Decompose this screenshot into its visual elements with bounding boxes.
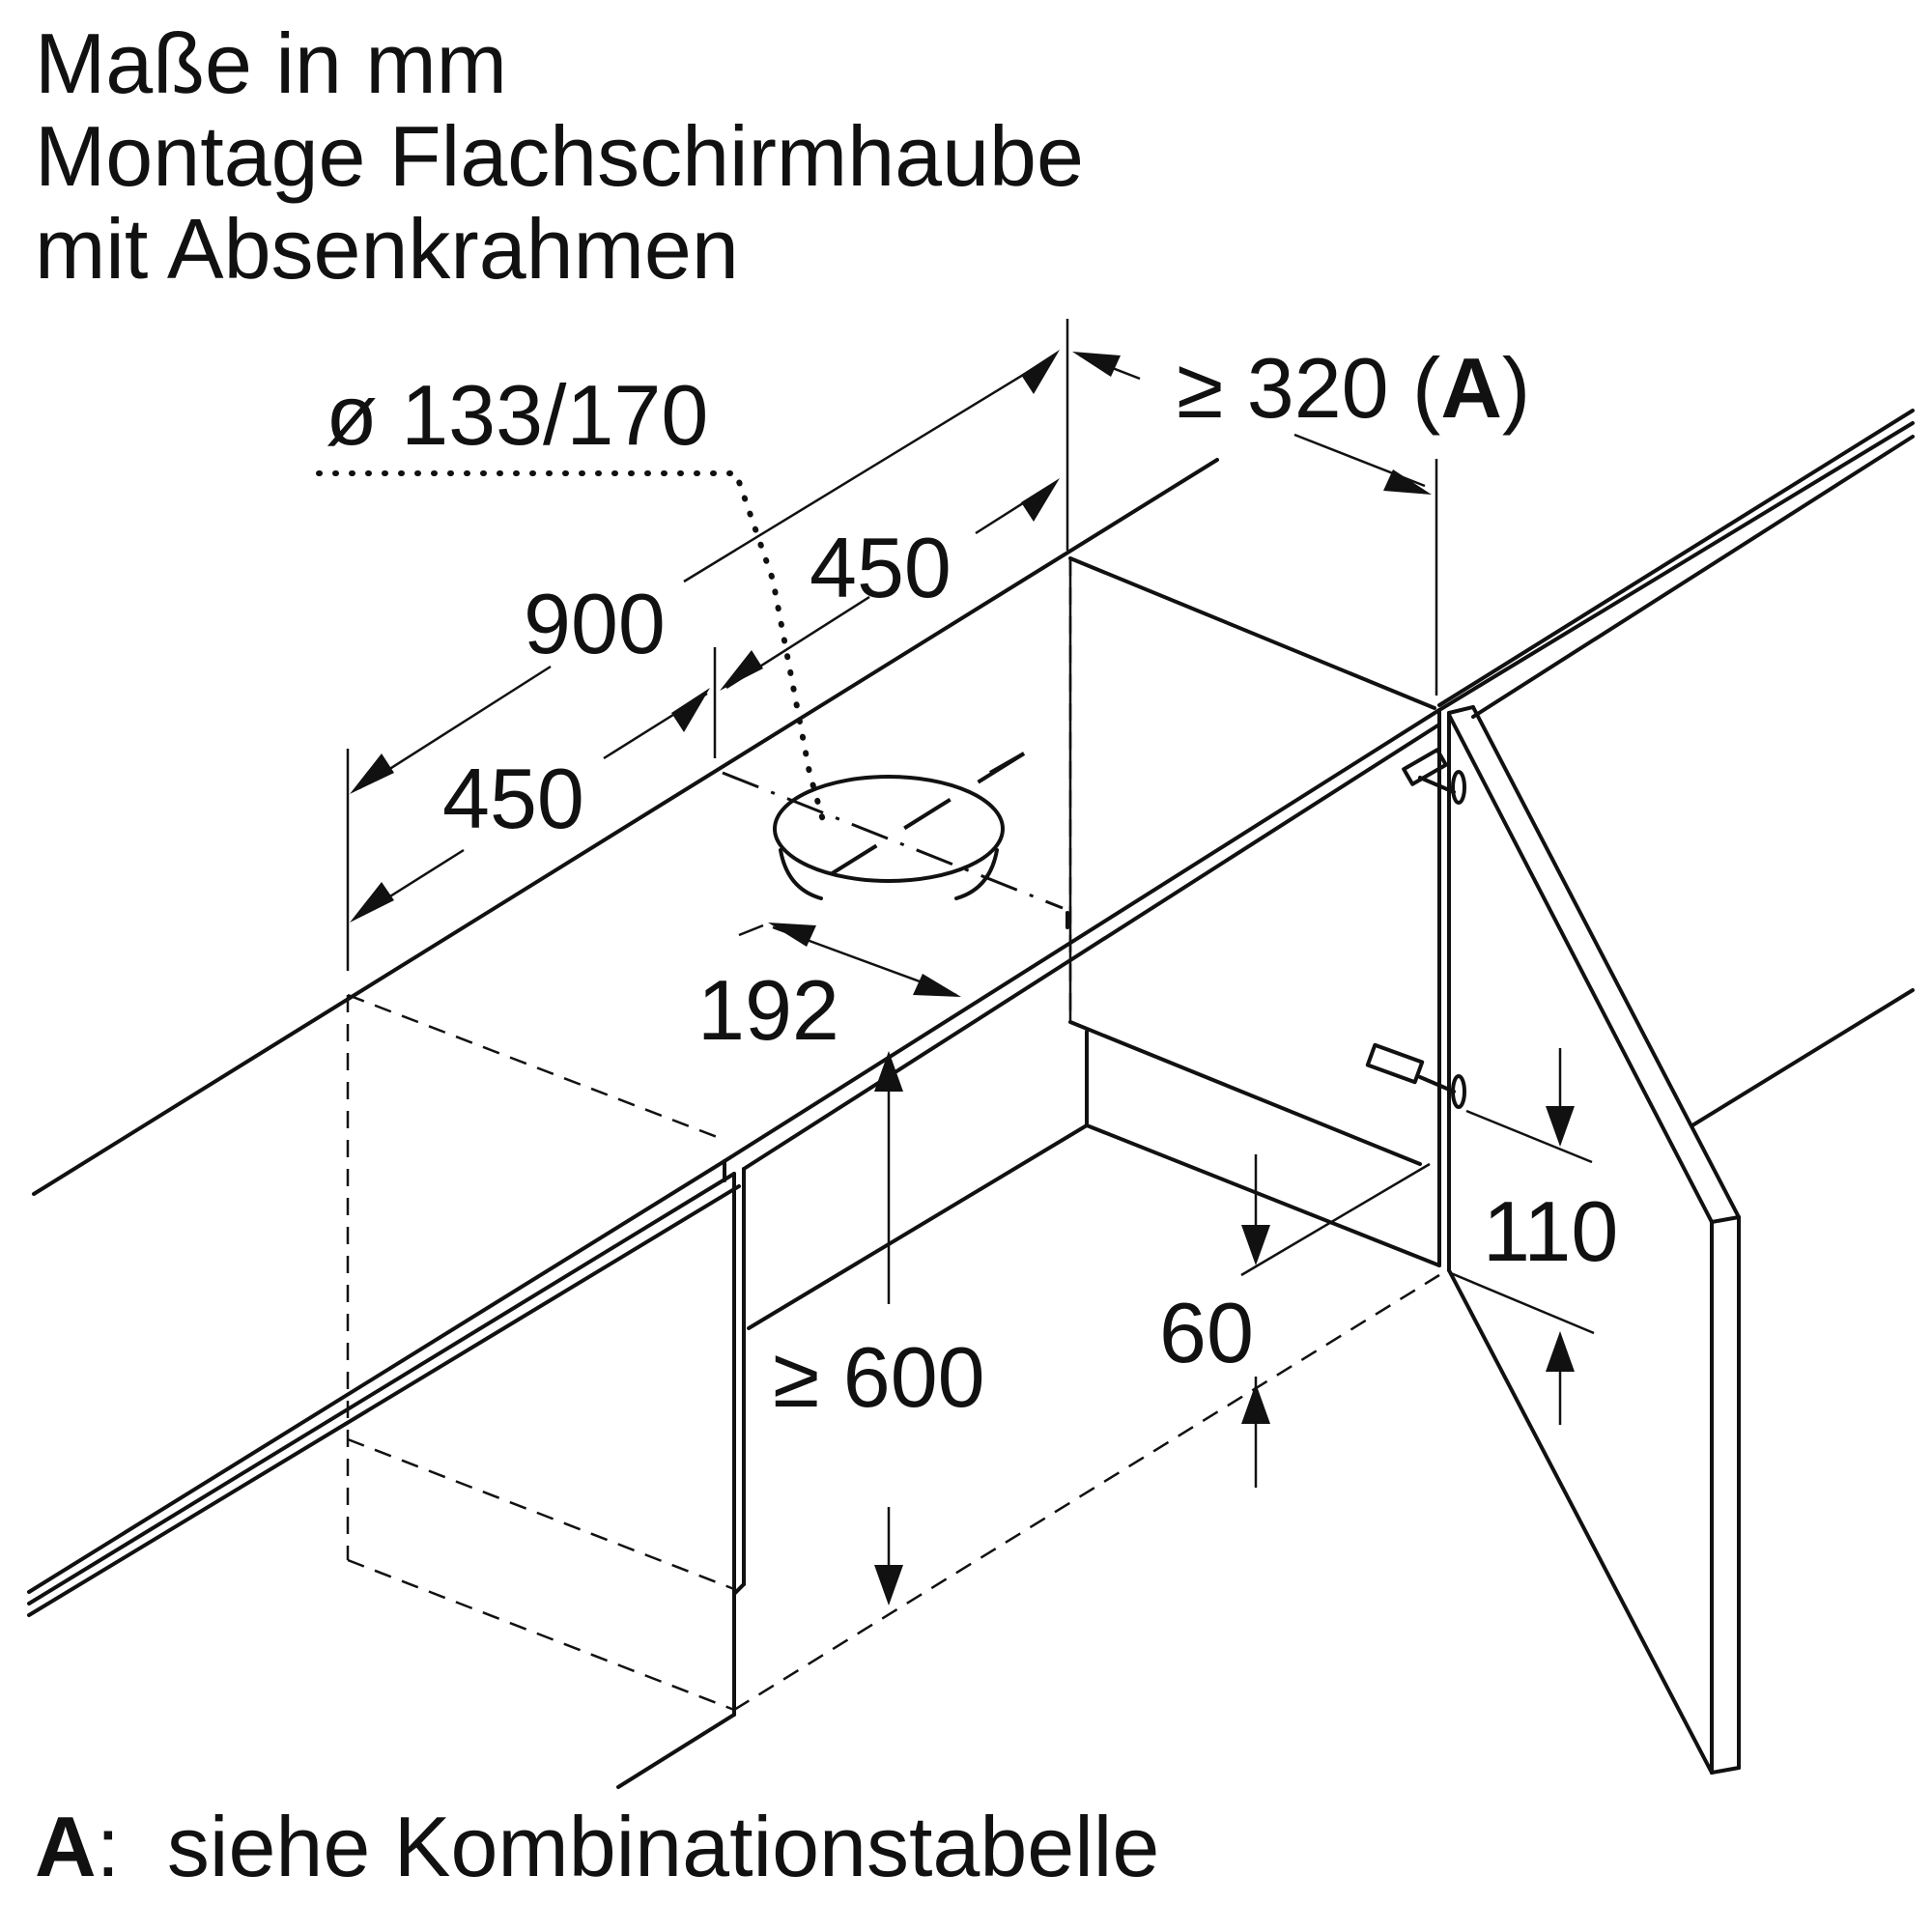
label-depth-min-prefix: ≥ 320 ( [1177, 340, 1440, 436]
label-width-half-lower: 450 [442, 751, 584, 846]
footnote-separator: : [96, 1799, 121, 1894]
front-rail [27, 708, 1441, 1617]
label-depth-min-suffix: ) [1502, 340, 1530, 436]
hidden-cabinet-outline [346, 558, 1440, 1712]
dimension-110 [1450, 1048, 1595, 1425]
label-width-half-upper: 450 [810, 520, 952, 615]
title-variant: mit Absenkrahmen [35, 201, 739, 297]
cabinet-door [1437, 705, 1741, 1775]
footnote-key: A [35, 1799, 97, 1894]
hinge-lower [1365, 1042, 1466, 1109]
footnote-text: siehe Kombinationstabelle [166, 1799, 1160, 1894]
footnote: A: siehe Kombinationstabelle [35, 1799, 1159, 1895]
duct-centerlines [722, 752, 1069, 929]
label-hinge-offset: 110 [1483, 1183, 1618, 1279]
dimension-900 [346, 319, 1069, 971]
label-height-min: ≥ 600 [773, 1329, 985, 1425]
label-depth-min-key: A [1440, 340, 1502, 436]
dimension-600 [874, 1051, 903, 1605]
label-depth-min: ≥ 320 (A) [1177, 340, 1530, 436]
duct-diameter-leader [316, 470, 829, 834]
label-frame-offset: 60 [1159, 1285, 1254, 1380]
diagram-title: Maße in mm Montage Flachschirmhaube mit … [35, 17, 1084, 296]
duct-opening [773, 775, 1005, 900]
dimension-60 [1240, 1154, 1431, 1488]
label-duct-diameter: ø 133/170 [326, 367, 708, 463]
label-width-total: 900 [524, 576, 666, 671]
dimension-320 [1072, 352, 1438, 696]
dimension-450-lower [350, 688, 710, 923]
hinge-upper [1402, 748, 1466, 805]
title-subject: Montage Flachschirmhaube [35, 108, 1084, 204]
worktop-edge [616, 1592, 736, 1789]
label-duct-offset: 192 [697, 962, 839, 1058]
wall-cabinet-outline [32, 458, 1441, 1330]
title-units: Maße in mm [35, 15, 507, 111]
dimension-450-upper [713, 478, 1060, 758]
right-upper-rail [1437, 409, 1915, 1127]
dimension-192 [738, 923, 961, 997]
